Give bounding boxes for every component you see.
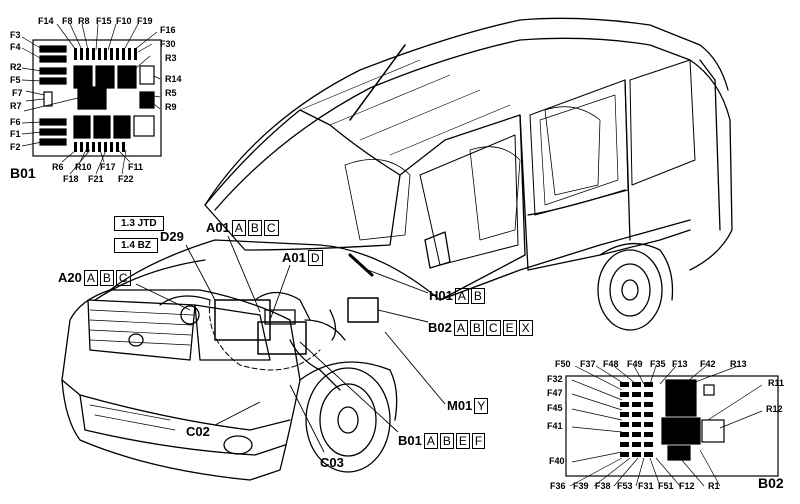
b01-label-f15: F15	[96, 16, 112, 26]
callout-box: A	[231, 220, 246, 236]
callout-box: D	[307, 250, 323, 266]
b01-label-f7: F7	[12, 88, 23, 98]
b02-label-f32: F32	[547, 374, 563, 384]
b02-label-f48: F48	[603, 359, 619, 369]
callout-box: A	[454, 288, 469, 304]
callout-a01-abc-code: A01	[206, 220, 230, 235]
b02-label-f53: F53	[617, 481, 633, 491]
callout-h01-code: H01	[429, 288, 453, 303]
b01-label-r2: R2	[10, 62, 22, 72]
callout-c02: C02	[186, 425, 210, 438]
b01-label-r3: R3	[165, 53, 177, 63]
b02-label-f40: F40	[549, 456, 565, 466]
callout-box: B	[99, 270, 114, 286]
b02-label-f12: F12	[679, 481, 695, 491]
b01-label-r5: R5	[165, 88, 177, 98]
fusebox-b01-title: B01	[10, 165, 36, 181]
callout-box: E	[502, 320, 517, 336]
b01-label-r8: R8	[78, 16, 90, 26]
b01-label-r6: R6	[52, 162, 64, 172]
b01-label-f10: F10	[116, 16, 132, 26]
b01-label-r14: R14	[165, 74, 182, 84]
fusebox-b02-title: B02	[758, 475, 784, 491]
b01-label-f6: F6	[10, 117, 21, 127]
b02-label-r11: R11	[768, 378, 785, 388]
b02-label-f42: F42	[700, 359, 716, 369]
callout-box: F	[471, 433, 486, 449]
callout-box: B	[470, 288, 485, 304]
b02-label-f38: F38	[595, 481, 611, 491]
engine-label-bz: 1.4 BZ	[114, 238, 159, 253]
b01-label-f21: F21	[88, 174, 104, 184]
b02-label-f51: F51	[658, 481, 674, 491]
callout-box: B	[439, 433, 454, 449]
callout-b01-code: B01	[398, 433, 422, 448]
callout-d29: D29	[160, 230, 184, 243]
callout-c03: C03	[320, 456, 344, 469]
callout-box: B	[247, 220, 262, 236]
b01-label-f14: F14	[38, 16, 54, 26]
b01-label-f17: F17	[100, 162, 116, 172]
b01-label-f30: F30	[160, 39, 176, 49]
callout-m01-code: M01	[447, 398, 473, 413]
b02-label-f39: F39	[573, 481, 589, 491]
b02-label-f41: F41	[547, 421, 563, 431]
callout-a01-d-code: A01	[282, 250, 306, 265]
callout-c03-code: C03	[320, 455, 344, 470]
callout-b02-code: B02	[428, 320, 452, 335]
b02-label-r12: R12	[766, 404, 783, 414]
callout-a20-code: A20	[58, 270, 82, 285]
b02-label-f49: F49	[627, 359, 643, 369]
b01-label-f16: F16	[160, 25, 176, 35]
callout-c02-code: C02	[186, 424, 210, 439]
callout-box: C	[263, 220, 279, 236]
b01-label-r9: R9	[165, 102, 177, 112]
callout-box: C	[115, 270, 131, 286]
engine-label-jtd: 1.3 JTD	[114, 216, 164, 231]
b01-label-r7: R7	[10, 101, 22, 111]
callout-box: Y	[474, 398, 489, 414]
callout-box: A	[83, 270, 98, 286]
b02-label-f13: F13	[672, 359, 688, 369]
b01-label-f3: F3	[10, 30, 21, 40]
b02-label-f37: F37	[580, 359, 596, 369]
b01-label-f22: F22	[118, 174, 134, 184]
b01-label-f2: F2	[10, 142, 21, 152]
callout-box: X	[518, 320, 533, 336]
b01-label-f11: F11	[128, 162, 144, 172]
b01-label-f4: F4	[10, 42, 21, 52]
b02-label-f50: F50	[555, 359, 571, 369]
b01-label-f5: F5	[10, 75, 21, 85]
b02-label-f45: F45	[547, 403, 563, 413]
callout-box: C	[485, 320, 501, 336]
callout-box: B	[469, 320, 484, 336]
b01-label-f18: F18	[63, 174, 79, 184]
b02-label-f47: F47	[547, 388, 563, 398]
callout-box: E	[455, 433, 470, 449]
b02-label-f36: F36	[550, 481, 566, 491]
b01-label-f1: F1	[10, 129, 21, 139]
b02-label-r1: R1	[708, 481, 720, 491]
b01-label-f8: F8	[62, 16, 73, 26]
b01-label-f19: F19	[137, 16, 153, 26]
b02-label-r13: R13	[730, 359, 747, 369]
b01-label-r10: R10	[75, 162, 92, 172]
b02-label-f31: F31	[638, 481, 654, 491]
callout-d29-code: D29	[160, 229, 184, 244]
b02-label-f35: F35	[650, 359, 666, 369]
callout-box: A	[423, 433, 438, 449]
callout-box: A	[453, 320, 468, 336]
